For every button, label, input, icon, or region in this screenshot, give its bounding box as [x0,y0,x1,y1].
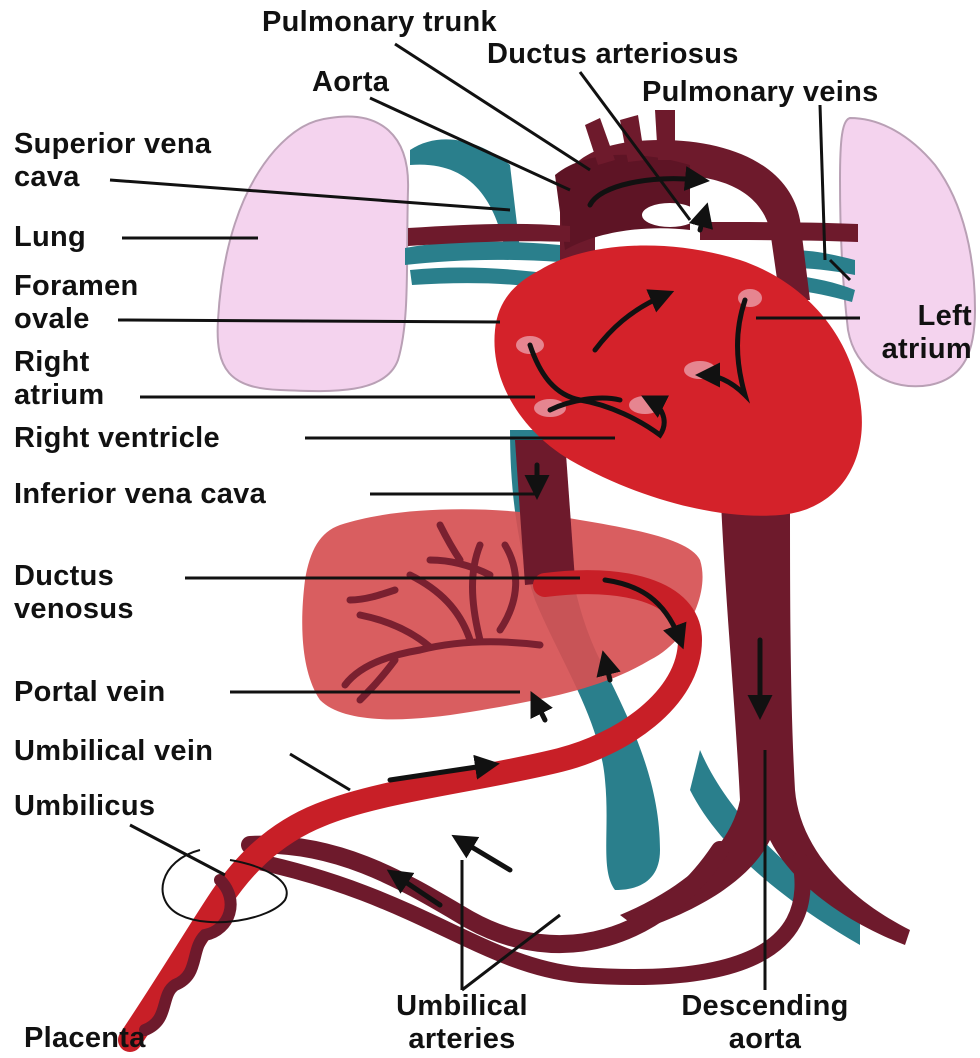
label-portal-vein: Portal vein [14,676,166,709]
label-pulmonary-veins: Pulmonary veins [642,76,879,109]
label-left-atrium-line1: Left [860,300,972,333]
label-lung: Lung [14,221,86,254]
label-ductus-arteriosus: Ductus arteriosus [487,38,739,71]
ivc-dark-segment [515,440,575,585]
label-umbilical-arteries-line2: arteries [352,1023,572,1056]
label-right-atrium-line2: atrium [14,379,104,412]
label-umbilical-arteries: Umbilical arteries [352,990,572,1056]
label-placenta: Placenta [24,1022,146,1055]
label-right-atrium-line1: Right [14,346,104,379]
label-foramen-ovale-line1: Foramen [14,270,139,303]
pulmonary-branch-left [405,242,560,265]
label-umbilical-vein: Umbilical vein [14,735,213,768]
label-inferior-vena-cava: Inferior vena cava [14,478,266,511]
left-lung-shape [218,117,408,392]
label-aorta: Aorta [312,66,389,99]
label-superior-vena-cava-line2: cava [14,161,211,194]
label-ductus-venosus: Ductus venosus [14,560,134,626]
label-right-ventricle: Right ventricle [14,422,220,455]
label-left-atrium-line2: atrium [860,333,972,366]
label-descending-aorta-line2: aorta [650,1023,880,1056]
label-left-atrium: Left atrium [860,300,972,366]
label-superior-vena-cava: Superior vena cava [14,128,211,194]
label-foramen-ovale-line2: ovale [14,303,139,336]
arch-vessel-3 [655,110,675,160]
pulmonary-artery-right [700,222,858,242]
label-ductus-venosus-line2: venosus [14,593,134,626]
pulmonary-trunk-shape [555,155,690,250]
label-umbilicus: Umbilicus [14,790,155,823]
label-ductus-venosus-line1: Ductus [14,560,134,593]
label-right-atrium: Right atrium [14,346,104,412]
label-descending-aorta: Descending aorta [650,990,880,1056]
ductus-opening [642,203,698,227]
label-umbilical-arteries-line1: Umbilical [352,990,572,1023]
label-descending-aorta-line1: Descending [650,990,880,1023]
label-foramen-ovale: Foramen ovale [14,270,139,336]
label-superior-vena-cava-line1: Superior vena [14,128,211,161]
label-pulmonary-trunk: Pulmonary trunk [262,6,497,39]
